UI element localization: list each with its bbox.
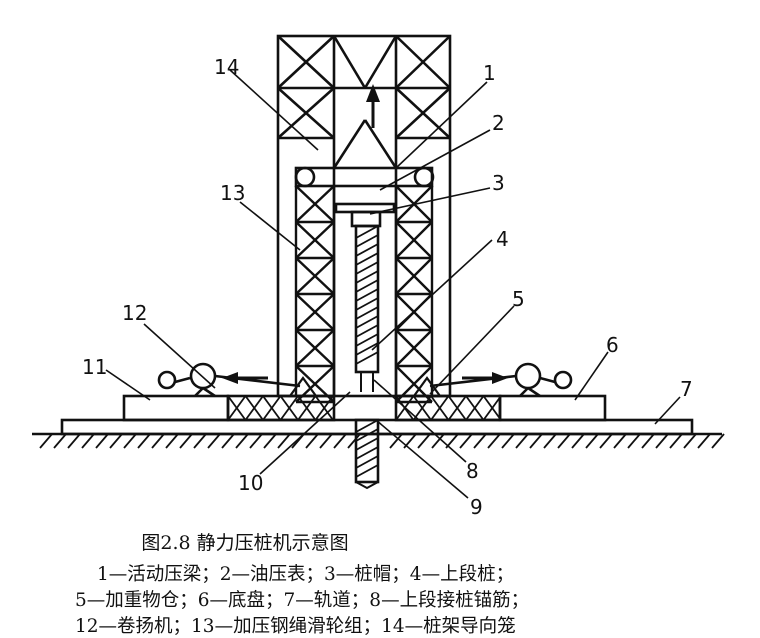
arrow-left: [222, 372, 268, 384]
anchor-bars: [360, 372, 374, 392]
pile-driver-diagram: 1 2 3 4 5 6 7 8 9 10 11 12 13 14: [32, 34, 725, 519]
callout-11: 11: [82, 355, 107, 379]
weight-bin-right: [394, 394, 502, 422]
callout-14: 14: [214, 55, 239, 79]
leader-lines: [105, 69, 681, 499]
callout-labels: 1 2 3 4 5 6 7 8 9 10 11 12 13 14: [82, 55, 693, 519]
callout-1: 1: [483, 61, 496, 85]
callout-10: 10: [238, 471, 263, 495]
movable-press-beam: [294, 166, 435, 188]
callout-13: 13: [220, 181, 245, 205]
lower-pile-section: [354, 418, 380, 490]
pile-cap: [350, 210, 382, 228]
figure-caption-title: 图2.8 静力压桩机示意图: [141, 532, 349, 554]
callout-2: 2: [492, 111, 505, 135]
callout-6: 6: [606, 333, 619, 357]
callout-9: 9: [470, 495, 483, 519]
callout-4: 4: [496, 227, 509, 251]
callout-8: 8: [466, 459, 479, 483]
base-plate-left: [122, 394, 230, 422]
legend-line-1: 1—活动压梁；2—油压表；3—桩帽；4—上段桩；: [97, 564, 515, 585]
guide-cage-tower: [276, 34, 452, 404]
legend-line-2: 5—加重物仓；6—底盘；7—轨道；8—上段接桩锚筋；: [75, 590, 530, 611]
pulley-left: [287, 376, 319, 398]
arrow-right: [462, 372, 508, 384]
legend-line-3: 12—卷扬机；13—加压钢绳滑轮组；14—桩架导向笼: [75, 616, 516, 637]
callout-5: 5: [512, 287, 525, 311]
callout-3: 3: [492, 171, 505, 195]
callout-7: 7: [680, 377, 693, 401]
pulley-right: [411, 376, 443, 398]
base-plate-right: [498, 394, 607, 422]
callout-12: 12: [122, 301, 147, 325]
upper-pile-section: [354, 224, 380, 374]
weight-bin-left: [226, 394, 336, 422]
lift-arrow-up: [366, 84, 380, 128]
